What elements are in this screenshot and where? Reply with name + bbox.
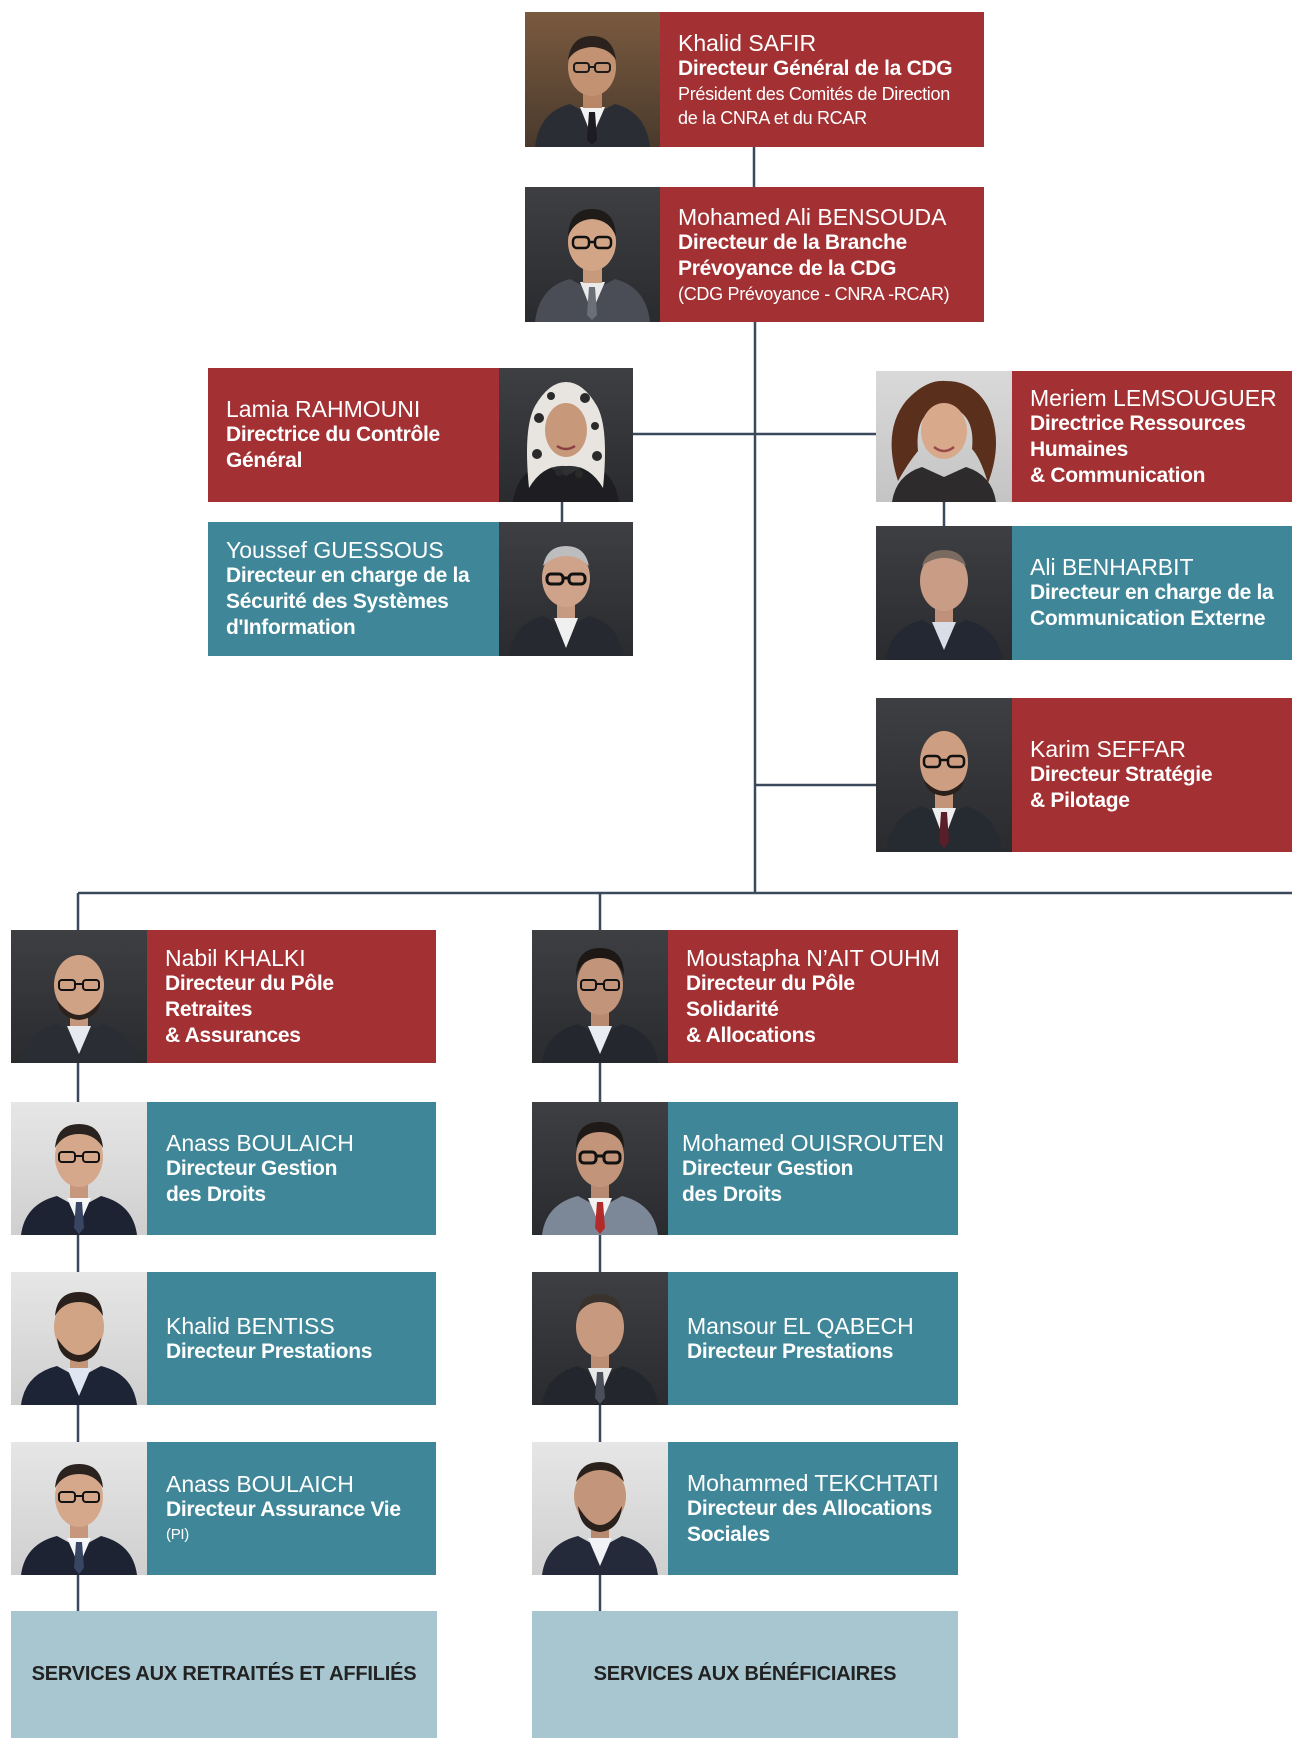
- portrait-icon: [542, 1122, 658, 1235]
- portrait-rahmouni: [499, 368, 633, 502]
- card-ouisrouten: Mohamed OUISROUTEN Directeur Gestion des…: [668, 1102, 958, 1235]
- portrait-icon: [891, 380, 996, 502]
- card-benharbit: Ali BENHARBIT Directeur en charge de la …: [1012, 526, 1292, 660]
- portrait-icon: [542, 948, 658, 1063]
- card-guessous: Youssef GUESSOUS Directeur en charge de …: [208, 522, 499, 656]
- card-bentiss: Khalid BENTISS Directeur Prestations: [147, 1272, 436, 1405]
- person-title: Directeur Gestion des Droits: [166, 1156, 338, 1206]
- portrait-ouisrouten: [532, 1102, 668, 1235]
- person-title: Directeur en charge de la Sécurité des S…: [226, 564, 470, 639]
- portrait-bentiss: [11, 1272, 147, 1405]
- card-safir: Khalid SAFIR Directeur Général de la CDG…: [660, 12, 984, 147]
- person-title: Directrice Ressources Humaines & Communi…: [1030, 411, 1246, 487]
- card-rahmouni: Lamia RAHMOUNI Directrice du Contrôle Gé…: [208, 368, 499, 502]
- card-lemsouguer: Meriem LEMSOUGUER Directrice Ressources …: [1012, 371, 1292, 502]
- portrait-icon: [886, 550, 1002, 660]
- person-name: Anass BOULAICH: [166, 1129, 354, 1156]
- portrait-safir: [525, 12, 660, 147]
- portrait-icon: [509, 546, 623, 656]
- person-title: Directeur Prestations: [687, 1339, 894, 1363]
- service-box-beneficiaires: SERVICES AUX BÉNÉFICIAIRES: [532, 1611, 958, 1738]
- person-title: Directrice du Contrôle Général: [226, 423, 440, 472]
- person-name: Nabil KHALKI: [165, 944, 306, 971]
- person-subtitle: Président des Comités de Direction de la…: [678, 83, 950, 128]
- person-title: Directeur du Pôle Retraites & Assurances: [165, 971, 334, 1047]
- portrait-icon: [513, 382, 619, 502]
- person-subtitle: (CDG Prévoyance - CNRA -RCAR): [678, 283, 950, 304]
- card-naitouhm: Moustapha N’AIT OUHM Directeur du Pôle S…: [668, 930, 958, 1063]
- portrait-lemsouguer: [876, 371, 1012, 502]
- person-name: Moustapha N’AIT OUHM: [686, 944, 940, 971]
- person-title: Directeur en charge de la Communication …: [1030, 581, 1274, 630]
- portrait-icon: [542, 1462, 658, 1575]
- person-subtitle: (PI): [166, 1525, 189, 1543]
- person-name: Anass BOULAICH: [166, 1470, 354, 1497]
- card-boulaich-2: Anass BOULAICH Directeur Assurance Vie (…: [147, 1442, 436, 1575]
- service-label: SERVICES AUX BÉNÉFICIAIRES: [593, 1663, 897, 1685]
- card-khalki: Nabil KHALKI Directeur du Pôle Retraites…: [147, 930, 436, 1063]
- portrait-tekchtati: [532, 1442, 668, 1575]
- portrait-icon: [21, 1464, 137, 1575]
- portrait-bensouda: [525, 187, 660, 322]
- person-title: Directeur de la Branche Prévoyance de la…: [678, 230, 907, 280]
- portrait-icon: [535, 209, 650, 322]
- portrait-icon: [21, 1124, 137, 1235]
- card-boulaich-1: Anass BOULAICH Directeur Gestion des Dro…: [147, 1102, 436, 1235]
- person-name: Youssef GUESSOUS: [226, 537, 444, 563]
- person-title: Directeur Stratégie & Pilotage: [1030, 763, 1213, 812]
- person-title: Directeur Général de la CDG: [678, 56, 953, 80]
- portrait-icon: [542, 1294, 658, 1405]
- service-box-retraites: SERVICES AUX RETRAITÉS ET AFFILIÉS: [11, 1611, 437, 1738]
- person-name: Mansour EL QABECH: [687, 1312, 914, 1339]
- card-seffar: Karim SEFFAR Directeur Stratégie & Pilot…: [1012, 698, 1292, 852]
- portrait-icon: [21, 955, 137, 1063]
- card-tekchtati: Mohammed TEKCHTATI Directeur des Allocat…: [668, 1442, 958, 1575]
- portrait-khalki: [11, 930, 147, 1063]
- person-name: Lamia RAHMOUNI: [226, 396, 421, 422]
- person-name: Meriem LEMSOUGUER: [1030, 384, 1277, 411]
- portrait-icon: [21, 1292, 137, 1405]
- portrait-guessous: [499, 522, 633, 656]
- portrait-naitouhm: [532, 930, 668, 1063]
- portrait-benharbit: [876, 526, 1012, 660]
- card-elqabech: Mansour EL QABECH Directeur Prestations: [668, 1272, 958, 1405]
- portrait-seffar: [876, 698, 1012, 852]
- person-title: Directeur des Allocations Sociales: [687, 1496, 932, 1546]
- portrait-elqabech: [532, 1272, 668, 1405]
- person-title: Directeur Assurance Vie: [166, 1497, 401, 1521]
- service-label: SERVICES AUX RETRAITÉS ET AFFILIÉS: [31, 1663, 417, 1685]
- person-name: Ali BENHARBIT: [1030, 554, 1194, 580]
- portrait-icon: [886, 731, 1002, 852]
- portrait-boulaich-2: [11, 1442, 147, 1575]
- person-name: Karim SEFFAR: [1030, 736, 1186, 762]
- person-title: Directeur Gestion des Droits: [682, 1156, 854, 1206]
- person-title: Directeur Prestations: [166, 1339, 373, 1363]
- person-name: Mohamed Ali BENSOUDA: [678, 203, 947, 230]
- portrait-boulaich-1: [11, 1102, 147, 1235]
- person-name: Mohammed TEKCHTATI: [687, 1469, 939, 1496]
- card-bensouda: Mohamed Ali BENSOUDA Directeur de la Bra…: [660, 187, 984, 322]
- person-name: Mohamed OUISROUTEN: [682, 1129, 945, 1156]
- person-name: Khalid BENTISS: [166, 1312, 335, 1339]
- portrait-icon: [535, 36, 650, 147]
- person-title: Directeur du Pôle Solidarité & Allocatio…: [686, 971, 855, 1047]
- person-name: Khalid SAFIR: [678, 29, 817, 56]
